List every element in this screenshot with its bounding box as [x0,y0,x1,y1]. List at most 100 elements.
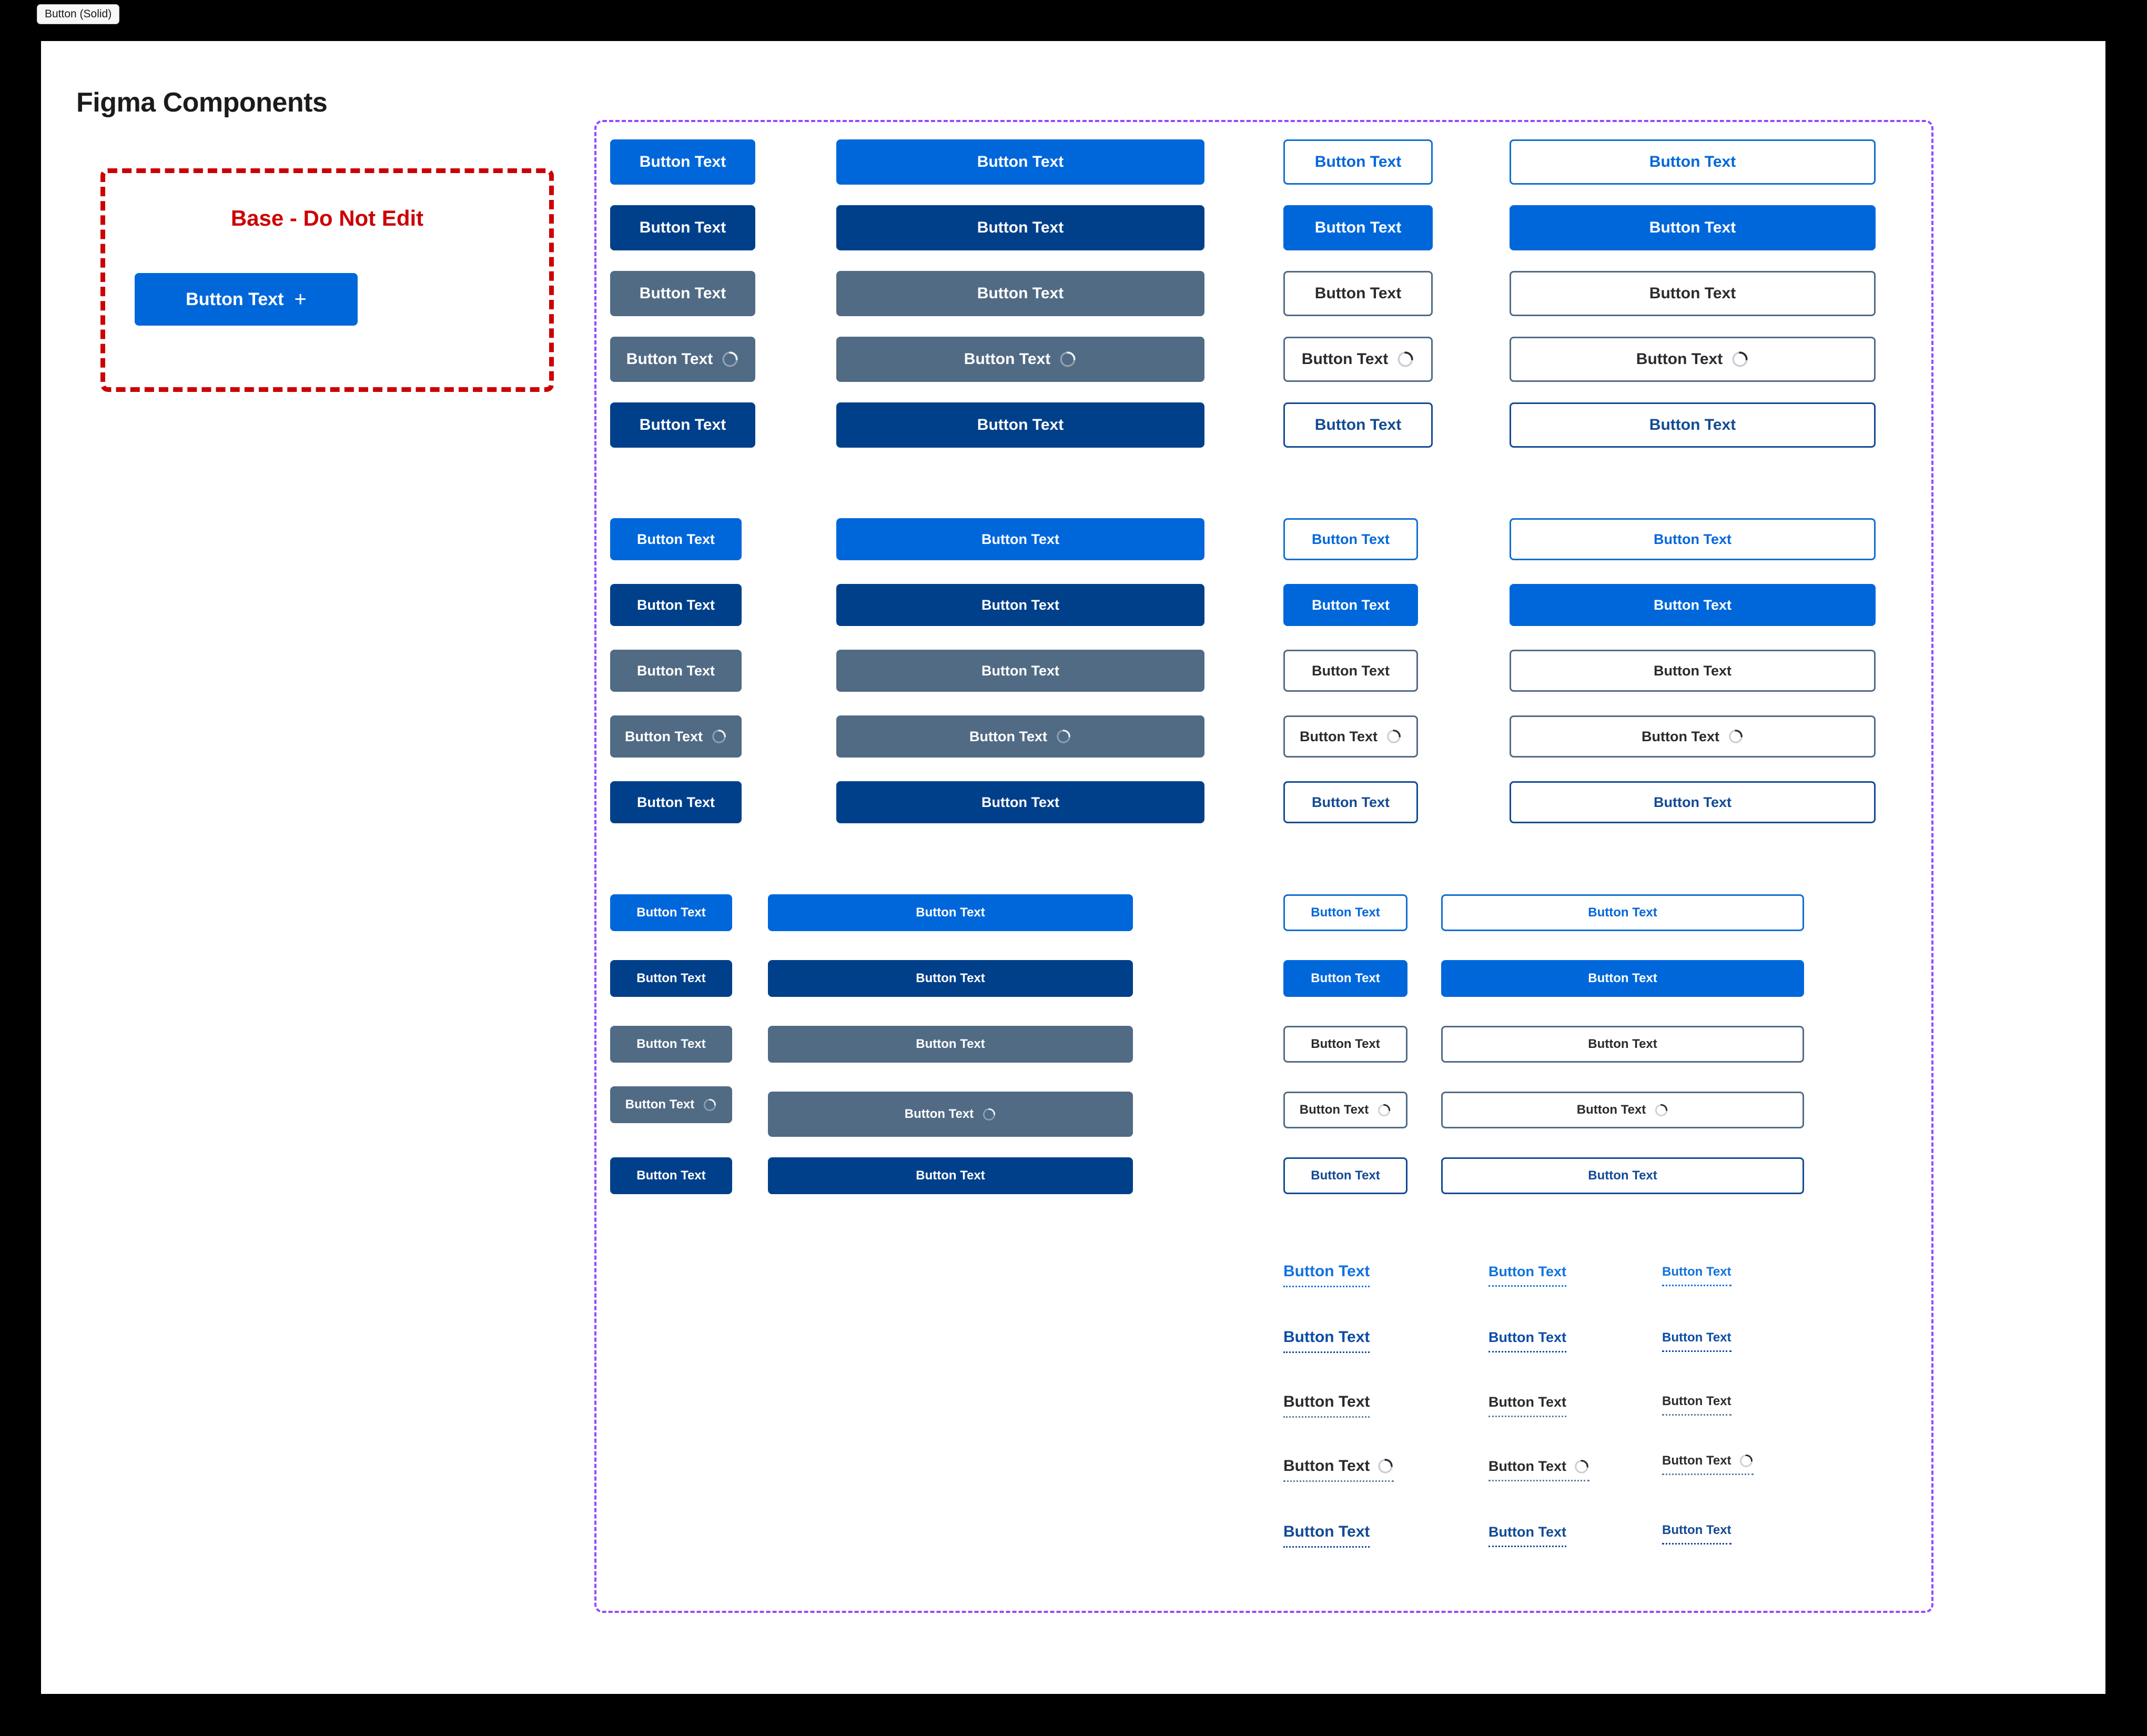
btn-text-small-hover[interactable]: Button Text [1662,1330,1731,1352]
btn-medium-outline-hug-disabled[interactable]: Button Text [1283,650,1418,692]
btn-label: Button Text [1588,1168,1657,1183]
btn-medium-outline-hug-hover[interactable]: Button Text [1283,584,1418,626]
btn-large-solid-fill-disabled[interactable]: Button Text [836,271,1204,316]
btn-small-solid-fill-hover[interactable]: Button Text [768,960,1133,997]
btn-small-outline-fill-hover[interactable]: Button Text [1441,960,1804,997]
btn-text-small-loading[interactable]: Button Text [1662,1454,1754,1475]
btn-label: Button Text [1311,905,1380,920]
btn-small-outline-hug-disabled[interactable]: Button Text [1283,1026,1407,1063]
btn-label: Button Text [916,1168,985,1183]
btn-medium-solid-hug-focus[interactable]: Button Text [610,781,742,823]
btn-text-medium-hover[interactable]: Button Text [1488,1329,1566,1353]
btn-label: Button Text [639,416,726,433]
btn-label: Button Text [1654,662,1731,679]
btn-text-small-disabled[interactable]: Button Text [1662,1394,1731,1416]
spinner-icon [1060,351,1076,367]
btn-label: Button Text [916,905,985,920]
btn-large-outline-hug-focus[interactable]: Button Text [1283,402,1433,448]
btn-label: Button Text [1636,350,1723,368]
btn-large-outline-fill-hover[interactable]: Button Text [1510,205,1876,250]
btn-text-large-loading[interactable]: Button Text [1283,1457,1394,1482]
btn-medium-solid-fill-loading[interactable]: Button Text [836,715,1204,758]
btn-text-medium-focus[interactable]: Button Text [1488,1524,1566,1547]
btn-small-outline-fill-disabled[interactable]: Button Text [1441,1026,1804,1063]
btn-large-solid-fill-focus[interactable]: Button Text [836,402,1204,448]
btn-large-solid-fill-hover[interactable]: Button Text [836,205,1204,250]
btn-label: Button Text [1488,1394,1566,1410]
btn-medium-outline-fill-loading[interactable]: Button Text [1510,715,1876,758]
btn-text-large-disabled[interactable]: Button Text [1283,1393,1370,1418]
tab-button-solid[interactable]: Button (Solid) [37,4,120,24]
btn-label: Button Text [625,728,703,744]
btn-medium-solid-fill-disabled[interactable]: Button Text [836,650,1204,692]
btn-label: Button Text [1488,1524,1566,1540]
btn-large-outline-fill-default[interactable]: Button Text [1510,139,1876,185]
btn-medium-solid-hug-default[interactable]: Button Text [610,518,742,560]
btn-label: Button Text [916,971,985,985]
btn-small-solid-fill-loading[interactable]: Button Text [768,1092,1133,1137]
btn-medium-solid-hug-loading[interactable]: Button Text [610,715,742,758]
btn-small-solid-hug-default[interactable]: Button Text [610,894,732,931]
btn-large-solid-hug-focus[interactable]: Button Text [610,402,755,448]
btn-text-small-default[interactable]: Button Text [1662,1265,1731,1286]
btn-medium-outline-fill-hover[interactable]: Button Text [1510,584,1876,626]
btn-medium-solid-fill-default[interactable]: Button Text [836,518,1204,560]
btn-large-outline-hug-loading[interactable]: Button Text [1283,337,1433,382]
btn-large-solid-hug-disabled[interactable]: Button Text [610,271,755,316]
btn-large-solid-hug-loading[interactable]: Button Text [610,337,755,382]
btn-medium-outline-hug-focus[interactable]: Button Text [1283,781,1418,823]
btn-large-outline-hug-disabled[interactable]: Button Text [1283,271,1433,316]
btn-large-solid-hug-hover[interactable]: Button Text [610,205,755,250]
btn-small-outline-fill-focus[interactable]: Button Text [1441,1157,1804,1194]
btn-label: Button Text [1654,597,1731,613]
btn-medium-solid-hug-hover[interactable]: Button Text [610,584,742,626]
base-button[interactable]: Button Text + [135,273,358,326]
btn-medium-solid-hug-disabled[interactable]: Button Text [610,650,742,692]
btn-medium-outline-fill-disabled[interactable]: Button Text [1510,650,1876,692]
btn-text-large-focus[interactable]: Button Text [1283,1523,1370,1548]
btn-label: Button Text [1649,285,1736,302]
btn-label: Button Text [1312,597,1390,613]
btn-small-solid-hug-disabled[interactable]: Button Text [610,1026,732,1063]
btn-large-solid-fill-default[interactable]: Button Text [836,139,1204,185]
btn-medium-solid-fill-focus[interactable]: Button Text [836,781,1204,823]
btn-medium-outline-fill-focus[interactable]: Button Text [1510,781,1876,823]
btn-label: Button Text [1649,219,1736,236]
btn-small-outline-hug-default[interactable]: Button Text [1283,894,1407,931]
btn-large-outline-hug-hover[interactable]: Button Text [1283,205,1433,250]
btn-small-outline-hug-hover[interactable]: Button Text [1283,960,1407,997]
btn-small-solid-hug-hover[interactable]: Button Text [610,960,732,997]
btn-text-medium-default[interactable]: Button Text [1488,1264,1566,1287]
btn-text-large-hover[interactable]: Button Text [1283,1328,1370,1353]
btn-small-solid-hug-focus[interactable]: Button Text [610,1157,732,1194]
btn-small-outline-fill-default[interactable]: Button Text [1441,894,1804,931]
btn-label: Button Text [637,597,715,613]
btn-small-solid-fill-disabled[interactable]: Button Text [768,1026,1133,1063]
btn-text-large-default[interactable]: Button Text [1283,1263,1370,1287]
btn-medium-outline-fill-default[interactable]: Button Text [1510,518,1876,560]
btn-small-outline-hug-loading[interactable]: Button Text [1283,1092,1407,1128]
btn-large-solid-fill-loading[interactable]: Button Text [836,337,1204,382]
btn-small-outline-hug-focus[interactable]: Button Text [1283,1157,1407,1194]
btn-small-solid-hug-loading[interactable]: Button Text [610,1086,732,1123]
btn-label: Button Text [977,416,1064,433]
btn-label: Button Text [981,794,1059,810]
btn-label: Button Text [637,662,715,679]
btn-medium-outline-hug-default[interactable]: Button Text [1283,518,1418,560]
btn-large-outline-fill-loading[interactable]: Button Text [1510,337,1876,382]
btn-small-solid-fill-default[interactable]: Button Text [768,894,1133,931]
components-spec-frame [594,120,1933,1613]
btn-large-solid-hug-default[interactable]: Button Text [610,139,755,185]
btn-large-outline-fill-disabled[interactable]: Button Text [1510,271,1876,316]
btn-medium-solid-fill-hover[interactable]: Button Text [836,584,1204,626]
btn-text-medium-disabled[interactable]: Button Text [1488,1394,1566,1417]
btn-large-outline-fill-focus[interactable]: Button Text [1510,402,1876,448]
btn-small-outline-fill-loading[interactable]: Button Text [1441,1092,1804,1128]
btn-label: Button Text [1314,416,1402,433]
btn-text-small-focus[interactable]: Button Text [1662,1523,1731,1545]
btn-large-outline-hug-default[interactable]: Button Text [1283,139,1433,185]
btn-medium-outline-hug-loading[interactable]: Button Text [1283,715,1418,758]
btn-small-solid-fill-focus[interactable]: Button Text [768,1157,1133,1194]
btn-text-medium-loading[interactable]: Button Text [1488,1458,1589,1481]
